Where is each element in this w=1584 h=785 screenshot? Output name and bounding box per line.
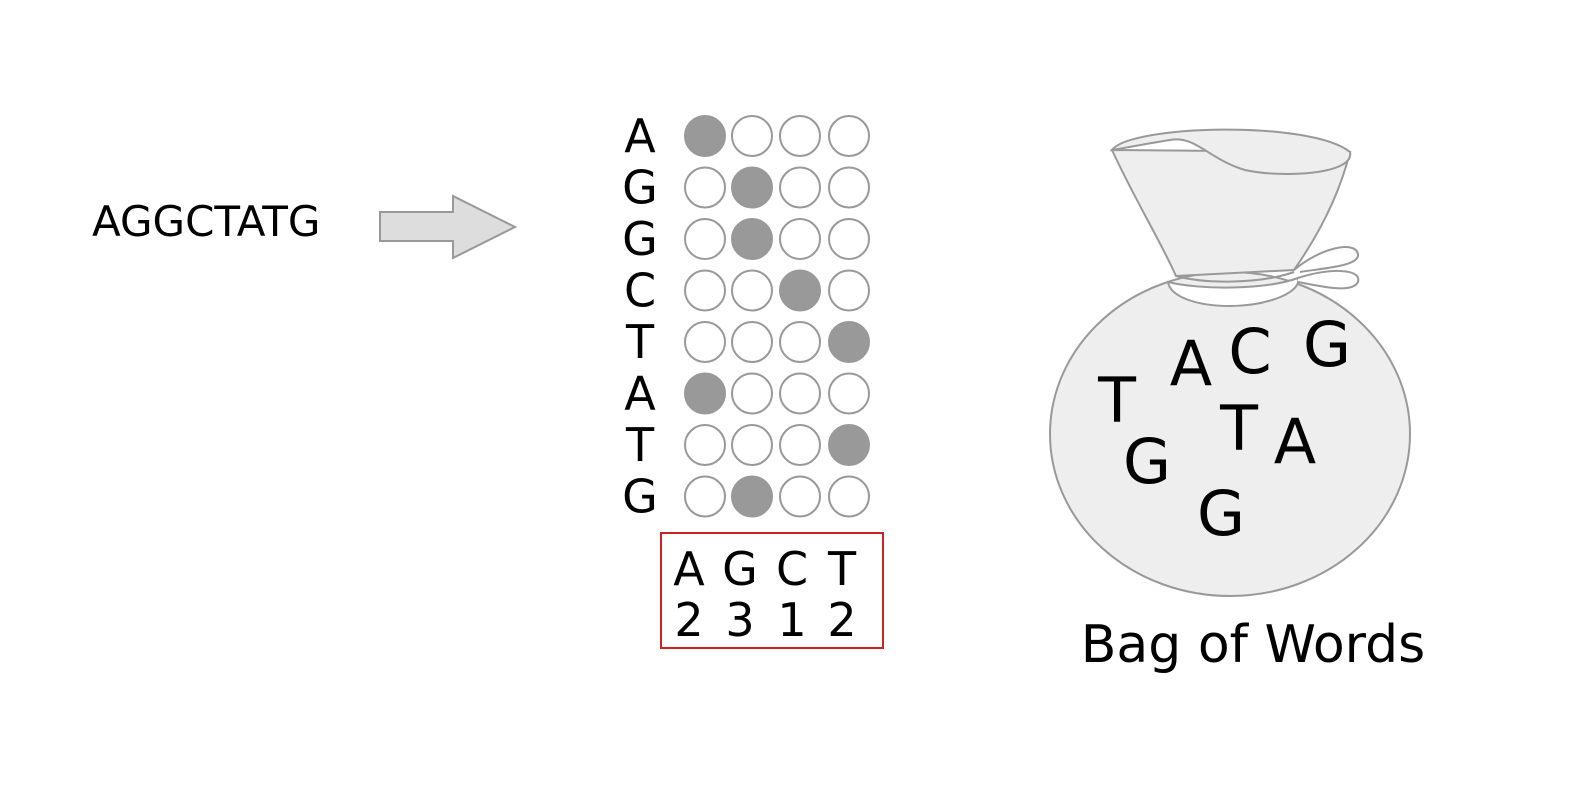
empty-dot bbox=[779, 166, 821, 209]
empty-dot bbox=[828, 269, 870, 312]
matrix-row-letter: T bbox=[625, 418, 655, 472]
count-value: 3 bbox=[725, 593, 754, 647]
empty-dot bbox=[684, 218, 726, 260]
empty-dot bbox=[779, 424, 821, 466]
filled-dot bbox=[731, 475, 773, 518]
bag-letter: G bbox=[1303, 308, 1351, 381]
bag-icon bbox=[1049, 128, 1411, 597]
empty-dot bbox=[731, 269, 773, 312]
empty-dot bbox=[684, 475, 726, 518]
count-value: 1 bbox=[777, 593, 806, 647]
empty-dot bbox=[731, 115, 773, 157]
one-hot-matrix: AGGCTATG bbox=[622, 109, 870, 524]
empty-dot bbox=[731, 372, 773, 415]
empty-dot bbox=[731, 424, 773, 466]
filled-dot bbox=[731, 218, 773, 260]
empty-dot bbox=[779, 372, 821, 415]
bag-letter: C bbox=[1228, 315, 1271, 388]
bag-letter: T bbox=[1097, 364, 1137, 437]
matrix-row-letter: C bbox=[624, 264, 656, 318]
count-value: 2 bbox=[674, 593, 703, 647]
count-letter: A bbox=[673, 542, 705, 596]
empty-dot bbox=[684, 321, 726, 363]
empty-dot bbox=[828, 166, 870, 209]
empty-dot bbox=[779, 115, 821, 157]
input-sequence: AGGCTATG bbox=[92, 197, 320, 246]
count-letter: C bbox=[776, 542, 808, 596]
filled-dot bbox=[779, 269, 821, 312]
matrix-row-letter: G bbox=[622, 470, 658, 524]
bag-letter: A bbox=[1170, 327, 1212, 400]
empty-dot bbox=[684, 166, 726, 209]
empty-dot bbox=[828, 475, 870, 518]
empty-dot bbox=[731, 321, 773, 363]
empty-dot bbox=[828, 218, 870, 260]
empty-dot bbox=[779, 321, 821, 363]
filled-dot bbox=[684, 372, 726, 415]
empty-dot bbox=[779, 475, 821, 518]
filled-dot bbox=[828, 321, 870, 363]
bag-letter: T bbox=[1219, 392, 1259, 465]
matrix-row-letter: A bbox=[624, 109, 656, 163]
empty-dot bbox=[828, 372, 870, 415]
right-arrow-icon bbox=[379, 194, 518, 260]
count-box bbox=[660, 532, 884, 649]
filled-dot bbox=[684, 115, 726, 157]
count-letter: G bbox=[722, 542, 758, 596]
bag-letter: A bbox=[1274, 405, 1316, 478]
matrix-row-letter: G bbox=[622, 161, 658, 215]
empty-dot bbox=[828, 115, 870, 157]
matrix-row-letter: A bbox=[624, 367, 656, 421]
empty-dot bbox=[779, 218, 821, 260]
filled-dot bbox=[828, 424, 870, 466]
bag-letter: G bbox=[1123, 425, 1171, 498]
empty-dot bbox=[684, 424, 726, 466]
matrix-row-letter: G bbox=[622, 212, 658, 266]
filled-dot bbox=[731, 166, 773, 209]
bag-label: Bag of Words bbox=[1081, 615, 1425, 675]
count-letter: T bbox=[827, 542, 857, 596]
empty-dot bbox=[684, 269, 726, 312]
count-value: 2 bbox=[827, 593, 856, 647]
bag-letter: G bbox=[1197, 477, 1245, 550]
matrix-row-letter: T bbox=[625, 315, 655, 369]
